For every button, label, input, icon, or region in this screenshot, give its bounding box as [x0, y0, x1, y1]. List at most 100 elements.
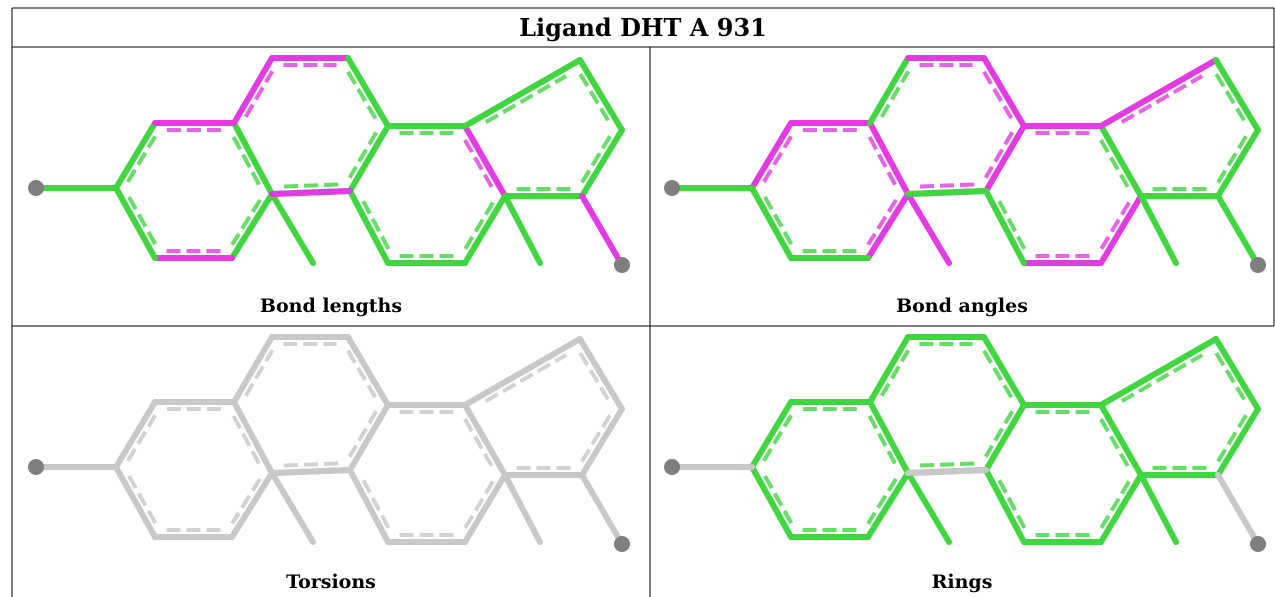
- bond: [231, 399, 275, 476]
- bond: [981, 55, 1027, 129]
- bond: [462, 472, 508, 545]
- bond: [1098, 193, 1144, 266]
- bond-dash: [230, 198, 262, 246]
- bond: [1098, 402, 1144, 478]
- bond: [347, 467, 391, 545]
- molecule-diagram: [664, 334, 1266, 552]
- bond: [231, 55, 275, 126]
- bond: [865, 470, 911, 540]
- bond: [983, 123, 1027, 194]
- bond-dash: [126, 414, 157, 462]
- panel-torsions: [20, 327, 640, 563]
- bond: [1213, 57, 1261, 133]
- atom-left: [664, 180, 680, 196]
- bond: [1138, 472, 1179, 545]
- bond-dash: [463, 480, 495, 530]
- bond-dash: [867, 415, 898, 467]
- bond-dash: [762, 135, 793, 183]
- caption-bond-angles: Bond angles: [896, 295, 1028, 317]
- bond-dash: [283, 461, 339, 468]
- bond-dash: [1216, 414, 1248, 463]
- bond: [867, 334, 911, 405]
- bond-dash: [230, 477, 262, 525]
- panel-rings: [656, 327, 1275, 563]
- bond-dash: [880, 70, 911, 118]
- bond-dash: [360, 197, 391, 250]
- bond-dash: [880, 349, 911, 397]
- bond-dash: [283, 182, 339, 189]
- bond: [867, 55, 911, 126]
- bond-dash: [231, 415, 262, 467]
- caption-torsions: Torsions: [286, 571, 376, 593]
- bond: [579, 193, 625, 268]
- bond-dash: [578, 73, 612, 125]
- bond-dash: [126, 135, 157, 183]
- bond: [345, 55, 391, 129]
- caption-bond-lengths: Bond lengths: [259, 295, 403, 317]
- bond-dash: [983, 131, 1014, 179]
- bond-dash: [231, 136, 262, 188]
- bond: [1098, 123, 1144, 199]
- bond-dash: [762, 194, 794, 246]
- bond-dash: [244, 349, 275, 397]
- bond: [347, 402, 391, 473]
- bond-dash: [126, 194, 158, 246]
- bond-dash: [580, 135, 612, 184]
- bond-dash: [244, 70, 275, 118]
- panel-bond-angles: [656, 48, 1275, 284]
- bond: [981, 334, 1027, 408]
- bond: [462, 193, 508, 266]
- bond: [113, 464, 158, 540]
- bond: [229, 470, 275, 540]
- bond: [502, 193, 543, 266]
- bond-dash: [1214, 73, 1248, 125]
- bond: [579, 127, 625, 199]
- bond: [345, 334, 391, 408]
- bond: [1215, 193, 1261, 268]
- atom-left: [28, 459, 44, 475]
- bond: [749, 464, 794, 540]
- bond: [229, 191, 275, 261]
- bond-dash: [1099, 138, 1131, 190]
- bond: [905, 188, 989, 197]
- bond: [1215, 406, 1261, 478]
- bond-dash: [347, 131, 378, 179]
- bond-dash: [983, 410, 1014, 458]
- bond: [905, 191, 952, 266]
- bond: [579, 406, 625, 478]
- atom-right: [614, 536, 630, 552]
- bond: [462, 336, 583, 408]
- bond: [867, 120, 911, 197]
- bond: [1098, 472, 1144, 545]
- bond-dash: [346, 349, 378, 400]
- bond-dash: [996, 197, 1027, 250]
- bond: [113, 399, 158, 470]
- bond: [749, 185, 794, 261]
- bond: [983, 402, 1027, 473]
- bond: [347, 188, 391, 266]
- atom-left: [664, 459, 680, 475]
- bond: [905, 467, 989, 476]
- bond-dash: [346, 70, 378, 121]
- bond-dash: [580, 414, 612, 463]
- bond-dash: [762, 414, 793, 462]
- bond: [269, 191, 316, 266]
- bond-dash: [578, 352, 612, 404]
- bond-dash: [484, 353, 568, 403]
- bond: [462, 57, 583, 129]
- bond: [231, 334, 275, 405]
- bond-dash: [982, 349, 1014, 400]
- bond: [865, 191, 911, 261]
- bond: [577, 336, 625, 412]
- bond-dash: [1120, 353, 1204, 403]
- bond-dash: [1120, 74, 1204, 124]
- molecule-diagram: [28, 55, 630, 273]
- bond: [577, 57, 625, 133]
- bond: [1138, 193, 1179, 266]
- bond-dash: [463, 138, 495, 190]
- bond: [983, 467, 1027, 545]
- bond: [347, 123, 391, 194]
- bond: [269, 188, 353, 197]
